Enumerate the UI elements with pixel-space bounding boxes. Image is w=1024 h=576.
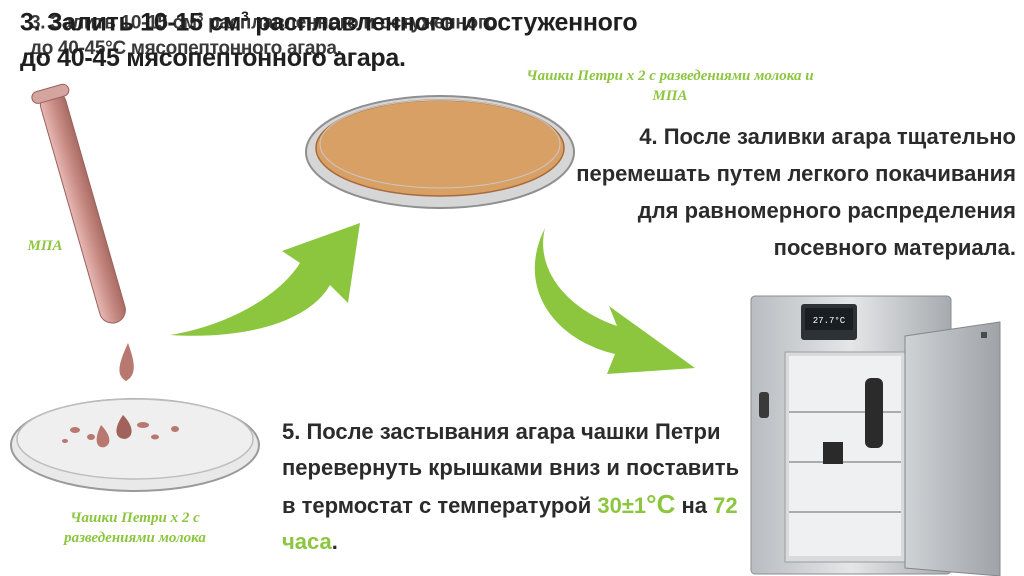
- incubator-display: 27.7°C: [813, 316, 846, 326]
- step3-title-shadow-2: до 40-45°С мясопептонного агара.: [30, 38, 342, 59]
- arrow-down-right-icon: [534, 228, 695, 374]
- step3-title-line1: 3. Залить 10-15 см3 расплавленного и ост…: [20, 8, 638, 37]
- step5-text-middle: на: [675, 493, 714, 518]
- dish-bottom-label: Чашки Петри х 2 с разведениями молока: [64, 510, 206, 546]
- petri-dish-agar-icon: [305, 95, 575, 209]
- step5-temperature: 30±1: [597, 493, 647, 518]
- dish-top-label: Чашки Петри х 2 с разведениями молока и …: [526, 68, 814, 104]
- test-tube-icon: [31, 83, 134, 381]
- step5-text: 5. После застывания агара чашки Петри пе…: [282, 414, 752, 560]
- incubator-icon: 27.7°C: [750, 295, 1001, 576]
- step4-text: 4. После заливки агара тщательно перемеш…: [576, 124, 1016, 260]
- petri-dish-empty-icon: [10, 398, 260, 492]
- mpa-label: МПА: [27, 238, 63, 254]
- step5-duration: 72 часа: [282, 493, 738, 554]
- step5-temperature-unit: °С: [646, 489, 676, 519]
- step5-text-main: 5. После застывания агара чашки Петри пе…: [282, 419, 740, 518]
- step3-title-shadow: 3. Залить 10-15 см3 расплавленного и ост…: [30, 10, 497, 34]
- arrow-up-right-icon: [170, 223, 360, 336]
- step5-text-end: .: [331, 529, 338, 554]
- step3-title-line2: до 40-45 мясопептонного агара.: [20, 44, 406, 72]
